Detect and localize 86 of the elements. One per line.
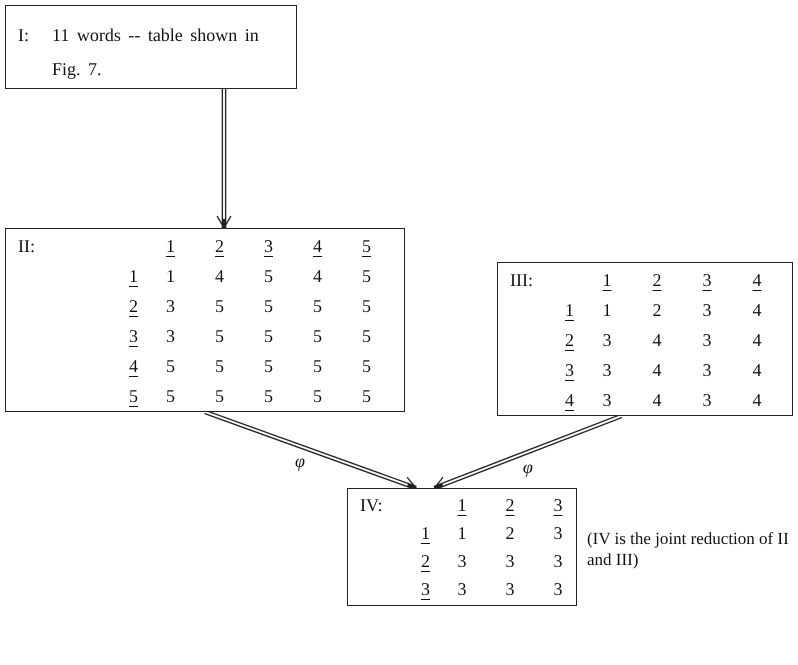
column-header: 4 [313,237,322,257]
table-value: 2 [506,524,514,544]
table-value: 4 [752,301,762,321]
row-header: 2 [129,297,138,317]
text-box [5,5,297,89]
column-header: 3 [702,271,712,291]
row-header: 2 [565,331,574,351]
note-text: (IV is the joint reduction of II and III) [587,528,790,570]
table-value: 5 [362,357,371,377]
table-value: 3 [702,331,712,351]
box-text: 11 words -- table shown in Fig. 7. [52,24,260,81]
table-value: 5 [264,327,273,347]
table-value: 3 [506,552,514,572]
table-value: 5 [313,357,322,377]
row-header: 5 [129,387,138,407]
table-value: 4 [752,331,762,351]
table-value: 4 [652,331,662,351]
table-value: 4 [215,267,224,287]
table-box [347,488,577,606]
table-value: 4 [313,267,322,287]
table-value: 5 [362,267,371,287]
table-value: 5 [362,297,371,317]
box-heading: I: [18,24,30,47]
table-value: 5 [313,387,322,407]
table-value: 3 [702,361,712,381]
table-value: 3 [602,391,612,411]
table-value: 1 [458,524,466,544]
table-value: 5 [313,327,322,347]
table-value: 5 [264,267,273,287]
table-value: 3 [458,552,466,572]
row-header: 3 [129,327,138,347]
table-value: 1 [166,267,175,287]
table-value: 3 [166,297,175,317]
table-value: 5 [215,327,224,347]
column-header: 2 [215,237,224,257]
row-header: 1 [421,524,430,544]
table-value: 5 [215,297,224,317]
column-header: 3 [264,237,273,257]
table-value: 3 [458,580,466,600]
table-value: 2 [652,301,662,321]
column-header: 1 [166,237,175,257]
column-header: 3 [554,496,562,516]
table-value: 3 [554,552,562,572]
table-box [5,228,405,412]
table-value: 5 [264,357,273,377]
column-header: 2 [506,496,514,516]
table-value: 3 [554,580,562,600]
table-value: 3 [506,580,514,600]
table-value: 5 [313,297,322,317]
row-header: 4 [129,357,138,377]
row-header: 1 [565,301,574,321]
column-header: 4 [752,271,762,291]
column-header: 1 [602,271,612,291]
table-value: 5 [264,297,273,317]
table-value: 4 [652,391,662,411]
table-value: 5 [215,357,224,377]
double-line-arrow [216,89,232,229]
table-value: 5 [166,357,175,377]
table-value: 5 [215,387,224,407]
column-header: 5 [362,237,371,257]
table-value: 3 [554,524,562,544]
table-value: 4 [752,391,762,411]
column-header: 2 [652,271,662,291]
table-value: 3 [702,391,712,411]
table-value: 5 [362,387,371,407]
table-value: 3 [702,301,712,321]
row-header: 1 [129,267,138,287]
column-header: 1 [458,496,466,516]
table-heading: IV: [360,496,383,516]
table-value: 5 [362,327,371,347]
row-header: 3 [421,580,430,600]
table-value: 3 [166,327,175,347]
table-value: 5 [264,387,273,407]
table-value: 1 [602,301,612,321]
table-box [497,262,793,416]
row-header: 2 [421,552,430,572]
table-value: 5 [166,387,175,407]
row-header: 4 [565,391,574,411]
table-value: 3 [602,331,612,351]
table-heading: III: [510,271,533,291]
table-value: 4 [652,361,662,381]
table-heading: II: [18,237,35,257]
double-line-arrow [434,414,622,491]
table-value: 3 [602,361,612,381]
table-value: 4 [752,361,762,381]
row-header: 3 [565,361,574,381]
